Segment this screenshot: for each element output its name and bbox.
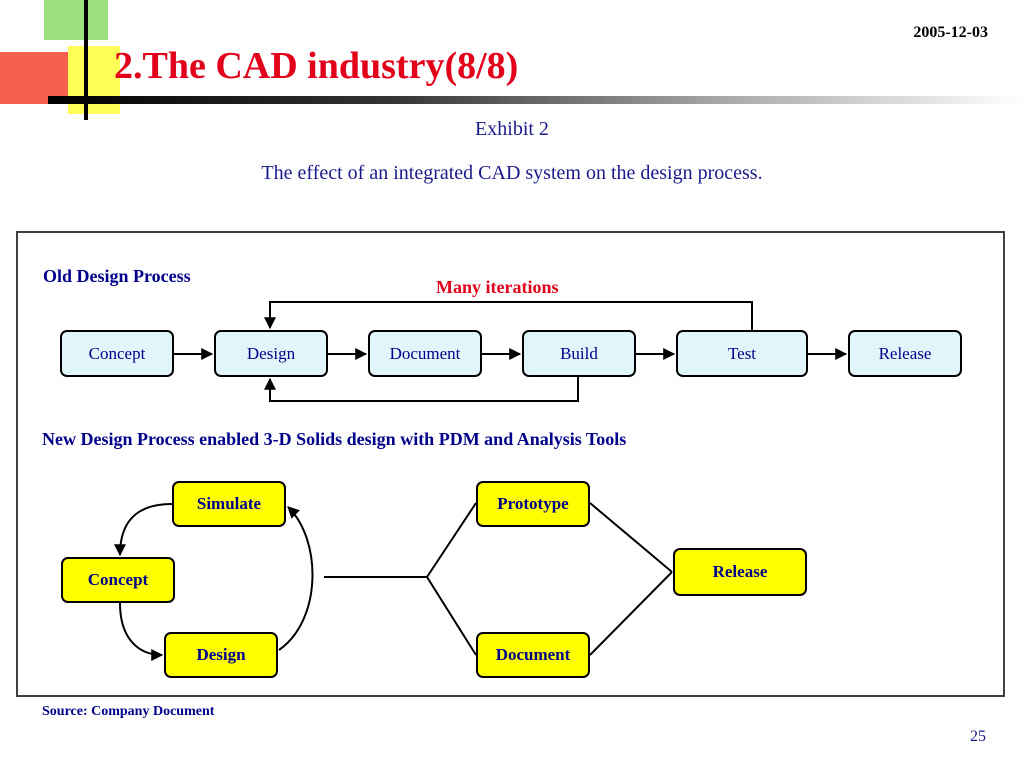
slide-title: 2.The CAD industry(8/8) bbox=[114, 45, 519, 87]
old-step-concept: Concept bbox=[60, 330, 174, 377]
decor-vertical-line bbox=[84, 0, 88, 120]
source-note: Source: Company Document bbox=[42, 704, 215, 719]
old-process-title: Old Design Process bbox=[43, 266, 191, 286]
old-step-build: Build bbox=[522, 330, 636, 377]
title-underline-bar bbox=[48, 96, 1024, 104]
decor-green-square bbox=[44, 0, 108, 40]
new-process-title: New Design Process enabled 3-D Solids de… bbox=[42, 429, 627, 449]
old-step-test: Test bbox=[676, 330, 808, 377]
new-step-concept: Concept bbox=[61, 557, 175, 603]
old-step-design: Design bbox=[214, 330, 328, 377]
page-number: 25 bbox=[970, 728, 986, 745]
diagram-frame bbox=[16, 231, 1005, 697]
new-step-document: Document bbox=[476, 632, 590, 678]
old-step-release: Release bbox=[848, 330, 962, 377]
many-iterations-label: Many iterations bbox=[436, 277, 559, 297]
new-step-design: Design bbox=[164, 632, 278, 678]
old-step-document: Document bbox=[368, 330, 482, 377]
exhibit-label: Exhibit 2 bbox=[475, 118, 549, 140]
new-step-prototype: Prototype bbox=[476, 481, 590, 527]
slide-subtitle: The effect of an integrated CAD system o… bbox=[261, 162, 763, 184]
slide-date: 2005-12-03 bbox=[913, 24, 988, 41]
new-step-release: Release bbox=[673, 548, 807, 596]
new-step-simulate: Simulate bbox=[172, 481, 286, 527]
